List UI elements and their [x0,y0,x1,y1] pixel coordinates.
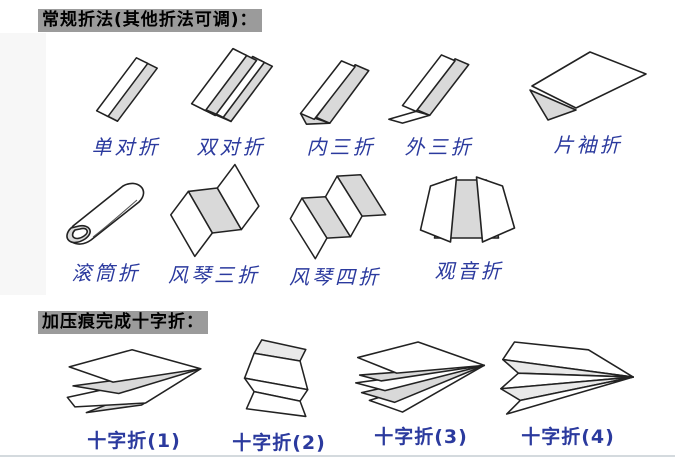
fold-label: 十字折(4) [521,426,615,448]
fold-label: 双对折 [196,135,266,159]
fold-item-double-half: 双对折 [170,42,292,158]
fold-label: 片袖折 [553,133,623,157]
fold-item-inner-trifold: 内三折 [282,56,400,158]
fold-item-cross-1: 十字折(1) [50,344,218,452]
fold-label: 单对折 [91,135,161,159]
fold-item-accordion-four: 风琴四折 [262,162,408,288]
fold-item-single-half: 单对折 [70,48,182,158]
section-regular-folds-title: 常规折法(其他折法可调)： [38,9,262,32]
double-half-fold-icon [190,47,274,123]
section-cross-fold-title: 加压痕完成十字折： [38,311,208,334]
bottom-divider [0,455,675,457]
fold-item-cross-4: 十字折(4) [492,338,644,448]
cross-fold-3-icon [355,341,486,413]
accordion-trifold-icon [170,163,260,258]
outer-trifold-icon [388,54,470,124]
fold-label: 十字折(3) [374,426,468,448]
left-gutter [0,33,46,295]
fold-label: 十字折(2) [232,432,326,454]
fold-label: 十字折(1) [87,430,181,452]
fold-label: 观音折 [434,259,504,283]
fold-label: 滚筒折 [71,261,141,285]
fold-item-outer-trifold: 外三折 [380,48,498,158]
fold-label: 风琴三折 [168,263,260,287]
fold-item-cross-3: 十字折(3) [345,336,497,448]
sleeve-fold-icon [529,51,647,121]
fold-item-roll: 滚筒折 [40,176,172,284]
fold-item-gate: 观音折 [405,168,533,282]
inner-trifold-icon [299,60,370,125]
fold-item-sleeve: 片袖折 [518,46,658,156]
fold-label: 外三折 [404,135,474,159]
single-half-fold-icon [95,57,158,122]
roll-fold-icon [66,182,145,245]
gate-fold-icon [419,176,516,243]
cross-fold-1-icon [66,348,202,414]
fold-item-accordion-tri: 风琴三折 [150,162,278,286]
cross-fold-2-icon [243,339,309,418]
fold-item-cross-2: 十字折(2) [205,338,353,454]
cross-fold-4-icon [500,341,634,415]
fold-label: 内三折 [306,135,376,159]
accordion-fourfold-icon [289,174,387,260]
fold-label: 风琴四折 [289,265,381,289]
